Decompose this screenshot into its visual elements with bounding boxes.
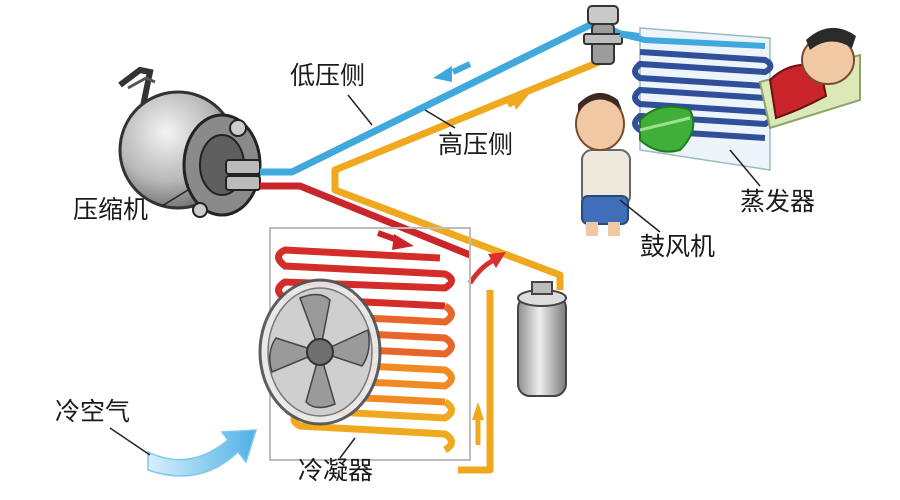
cold-air-arrow-icon (147, 429, 258, 477)
leader-evaporator (729, 149, 761, 187)
label-evaporator: 蒸发器 (740, 187, 816, 216)
gas-flow-arrow (392, 234, 414, 250)
person-standing-icon (575, 92, 695, 236)
label-cold-air: 冷空气 (55, 397, 131, 426)
evaporator-coil (619, 27, 774, 171)
low-pressure-flow-arrow (433, 66, 452, 82)
leader-low-pressure (347, 94, 373, 126)
leader-condenser (339, 437, 356, 459)
person-lying-icon (758, 27, 861, 130)
leader-compressor (161, 189, 189, 207)
leader-cold-air (109, 427, 151, 456)
expansion-valve-icon (583, 5, 623, 65)
receiver-drier-icon (517, 281, 567, 397)
label-condenser: 冷凝器 (298, 456, 374, 485)
liquid-flow-arrow (472, 402, 484, 420)
label-low-pressure-side: 低压侧 (290, 61, 366, 90)
high-pressure-flow-arrow (512, 93, 530, 110)
compressor-icon (118, 66, 262, 218)
label-compressor: 压缩机 (73, 195, 149, 224)
label-blower: 鼓风机 (640, 232, 716, 261)
leader-high-pressure (424, 109, 456, 129)
condenser-fan-icon (258, 278, 382, 426)
label-high-pressure-side: 高压侧 (438, 130, 514, 159)
high-pressure-gas-pipe (260, 182, 472, 259)
leader-blower (619, 199, 661, 233)
